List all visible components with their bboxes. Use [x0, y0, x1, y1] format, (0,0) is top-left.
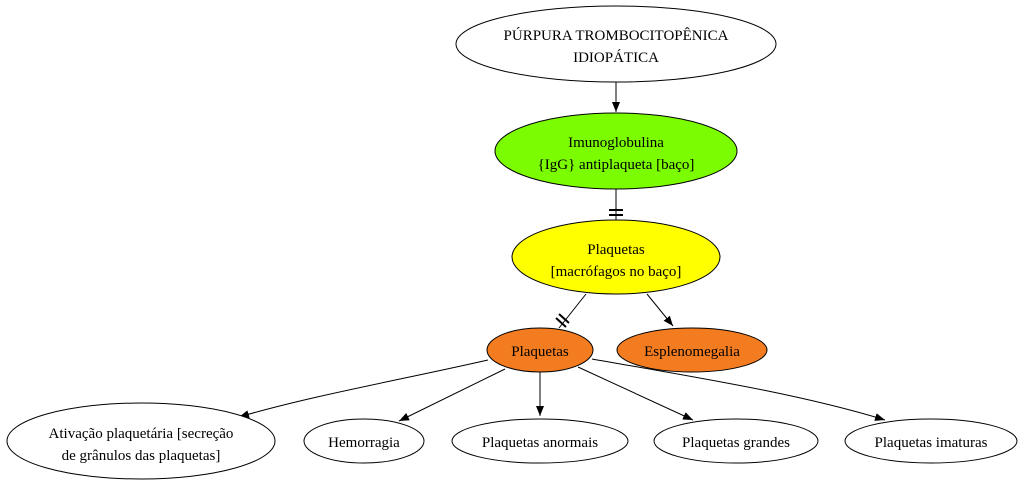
node-plaquetas-macrofagos: Plaquetas [macrófagos no baço]	[511, 219, 721, 295]
node-esplenomegalia: Esplenomegalia	[616, 327, 768, 373]
node-label-line: Plaquetas	[587, 242, 645, 258]
node-plaquetas-anormais: Plaquetas anormais	[451, 418, 629, 464]
node-label-line: [macrófagos no baço]	[551, 264, 682, 280]
node-ellipse	[653, 418, 819, 464]
nodes-layer: PÚRPURA TROMBOCITOPÊNICA IDIOPÁTICA Imun…	[6, 5, 1018, 480]
node-label-line: Hemorragia	[328, 435, 400, 451]
node-label-line: Plaquetas	[511, 344, 569, 360]
node-purpura-trombocitopenica: PÚRPURA TROMBOCITOPÊNICA IDIOPÁTICA	[455, 5, 777, 83]
edge-plaquetas-to-hemorragia	[398, 368, 506, 422]
node-plaquetas-imaturas: Plaquetas imaturas	[844, 418, 1018, 464]
node-label-line: Esplenomegalia	[644, 344, 740, 360]
edge-plaquetas-to-ativacao	[238, 359, 489, 419]
node-plaquetas-grandes: Plaquetas grandes	[653, 418, 819, 464]
edge-plaquetas-to-imaturas	[591, 358, 886, 421]
node-ellipse	[303, 418, 425, 464]
node-plaquetas: Plaquetas	[486, 327, 594, 373]
node-ellipse	[6, 402, 276, 480]
edges-layer	[238, 82, 886, 422]
node-label-line: Plaquetas anormais	[482, 435, 598, 451]
node-ativacao-plaquetaria: Ativação plaquetária [secreção de grânul…	[6, 402, 276, 480]
node-label-line: Ativação plaquetária [secreção	[49, 426, 234, 442]
edge-plaq-macro-to-esplenomegalia	[646, 293, 674, 327]
node-label-line: Plaquetas imaturas	[875, 435, 988, 451]
node-ellipse	[455, 5, 777, 83]
node-hemorragia: Hemorragia	[303, 418, 425, 464]
node-label-line: {IgG} antiplaqueta [baço]	[538, 157, 695, 173]
node-ellipse	[616, 327, 768, 373]
node-ellipse	[486, 327, 594, 373]
edge-igg-to-plaq-macro	[609, 189, 623, 220]
edge-plaq-macro-to-plaquetas	[555, 293, 587, 329]
node-ellipse	[511, 219, 721, 295]
node-ellipse	[844, 418, 1018, 464]
node-label-line: IDIOPÁTICA	[573, 49, 659, 66]
node-label-line: Plaquetas grandes	[682, 435, 790, 451]
node-label-line: Imunoglobulina	[568, 135, 664, 151]
node-label-line: PÚRPURA TROMBOCITOPÊNICA	[504, 27, 729, 44]
node-ellipse	[494, 112, 738, 190]
node-label-line: de grânulos das plaquetas]	[62, 448, 221, 464]
node-ellipse	[451, 418, 629, 464]
node-imunoglobulina: Imunoglobulina {IgG} antiplaqueta [baço]	[494, 112, 738, 190]
edge-plaquetas-to-grandes	[577, 366, 694, 421]
